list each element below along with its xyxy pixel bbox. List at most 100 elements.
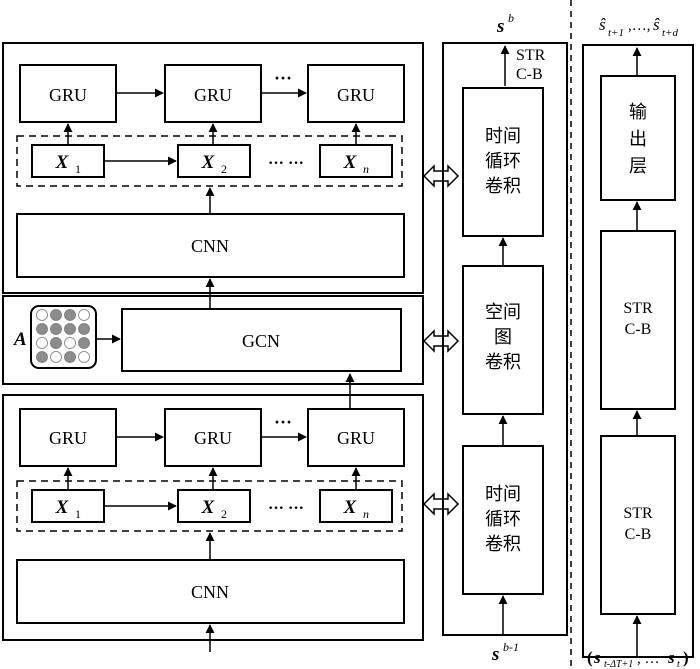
top-x1-sub: 1 (75, 162, 81, 176)
spatial-conv-line1: 空间 (485, 302, 521, 322)
bottom-x2-sub: 2 (221, 507, 227, 521)
bottom-gru-3-label: GRU (337, 428, 375, 448)
top-xn-sub: n (363, 162, 369, 176)
bottom-xn-sub: n (363, 507, 369, 521)
matrix-cell (64, 309, 76, 321)
right-strcb-lower-box (600, 435, 676, 615)
spatial-conv-line2: 图 (494, 327, 512, 347)
right-strcb-upper-line2: C-B (625, 321, 652, 338)
gcn-box (121, 308, 402, 372)
gcn-label: GCN (242, 331, 280, 351)
output-layer-line2: 出 (629, 129, 647, 149)
bottom-gru-1-label: GRU (49, 428, 87, 448)
gcn-block-frame (2, 295, 424, 385)
top-cnn-label: CNN (191, 236, 229, 256)
matrix-cell (78, 309, 90, 321)
matrix-cell (50, 351, 62, 363)
top-gru-3-label: GRU (337, 85, 375, 105)
top-gru-2-label: GRU (194, 85, 232, 105)
matrix-cell (78, 351, 90, 363)
temporal-conv-bottom-line1: 时间 (485, 484, 521, 504)
strcb-title-line2: C-B (516, 66, 543, 83)
right-column: ŝ t+1 ,…, ŝ t+d 输 出 层 STR C-B STR C-B ( … (582, 15, 694, 669)
adjacency-label: A (13, 329, 27, 350)
top-cnn-box (16, 213, 405, 278)
top-x2-label: X (201, 152, 216, 173)
bottom-xn-label: X (343, 497, 358, 518)
bottom-input-group (16, 480, 403, 532)
strcb-input-sup: b-1 (503, 640, 519, 654)
right-input-suffix: ) (683, 648, 689, 667)
right-input-mid: , … (637, 651, 660, 667)
right-column-frame (582, 44, 694, 658)
middle-block: A GCN (2, 278, 424, 385)
strcb-output-sup: b (508, 11, 514, 25)
strcb-column: s b STR C-B 时间 循环 卷积 空间 图 卷积 时间 循环 卷积 s … (442, 11, 568, 665)
temporal-conv-bottom-line3: 卷积 (485, 534, 521, 554)
bottom-gru-ellipsis: ··· (274, 412, 292, 432)
right-input-prefix: ( (587, 648, 593, 667)
matrix-cell (36, 337, 48, 349)
bottom-cnn-label: CNN (191, 582, 229, 602)
matrix-cell (36, 323, 48, 335)
double-arrow-top-icon (422, 164, 460, 188)
output-layer-line3: 层 (629, 156, 647, 176)
bottom-x-ellipsis: ··· ··· (268, 500, 304, 517)
temporal-conv-top-line2: 循环 (485, 151, 521, 171)
prediction-output-s1: ŝ (599, 15, 606, 34)
bottom-x2-label: X (201, 497, 216, 518)
bottom-block-frame (2, 394, 424, 641)
strcb-frame (442, 42, 568, 636)
bottom-block: GRU GRU GRU ··· X 1 X 2 X n ··· ··· CNN (2, 373, 424, 652)
prediction-output-s1-sub: t+1 (608, 27, 624, 39)
right-input-s1: s (593, 648, 601, 667)
top-x1-label: X (55, 152, 70, 173)
top-gru-2 (164, 64, 262, 123)
right-strcb-lower-line2: C-B (625, 526, 652, 543)
matrix-cell (36, 309, 48, 321)
prediction-output-s2-sub: t+d (662, 27, 678, 39)
bottom-cnn-box (16, 559, 405, 624)
matrix-cell (78, 337, 90, 349)
matrix-cell (50, 337, 62, 349)
matrix-cell (50, 323, 62, 335)
prediction-output-mid: ,…, (628, 18, 651, 34)
right-strcb-lower-line1: STR (623, 505, 653, 522)
temporal-conv-top-line3: 卷积 (485, 176, 521, 196)
top-gru-1-label: GRU (49, 85, 87, 105)
right-input-s2: s (667, 648, 675, 667)
top-x2-sub: 2 (221, 162, 227, 176)
strcb-title-line1: STR (516, 47, 546, 64)
double-arrow-bottom-icon (422, 492, 460, 516)
adjacency-matrix-icon (30, 305, 97, 369)
output-layer-line1: 输 (629, 102, 647, 122)
top-block-frame (2, 42, 424, 294)
right-strcb-upper-line1: STR (623, 300, 653, 317)
bottom-x1-box (31, 489, 105, 523)
top-xn-label: X (343, 152, 358, 173)
right-input-s2-sub: t (677, 659, 680, 669)
bottom-x1-label: X (55, 497, 70, 518)
double-arrows (422, 164, 460, 516)
bottom-gru-2-label: GRU (194, 428, 232, 448)
right-input-s1-sub: t-ΔT+1 (604, 659, 633, 669)
bottom-gru-3 (307, 408, 405, 467)
temporal-conv-top-line1: 时间 (485, 126, 521, 146)
top-input-group (16, 135, 403, 187)
bottom-gru-1 (19, 408, 117, 467)
top-x2-box (177, 144, 251, 178)
strcb-input-label: s (491, 644, 499, 665)
bottom-gru-2 (164, 408, 262, 467)
matrix-cell (78, 323, 90, 335)
matrix-cell (64, 351, 76, 363)
bottom-x2-box (177, 489, 251, 523)
matrix-cell (64, 323, 76, 335)
output-layer-box (600, 75, 676, 201)
top-gru-ellipsis: ··· (274, 68, 292, 88)
top-block: GRU GRU GRU ··· X 1 X 2 X n ··· ··· CNN (2, 42, 424, 294)
strcb-output-label: s (496, 16, 504, 37)
temporal-conv-bottom-line2: 循环 (485, 509, 521, 529)
top-x-ellipsis: ··· ··· (268, 155, 304, 172)
prediction-output-s2: ŝ (653, 15, 660, 34)
